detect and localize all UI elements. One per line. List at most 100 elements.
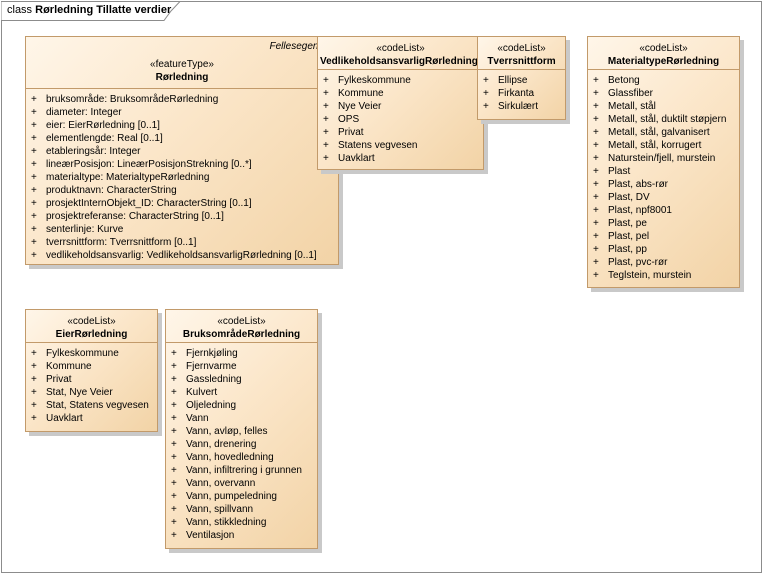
- visibility-marker: +: [171, 400, 177, 411]
- attribute-row: +Fylkeskommune: [26, 347, 157, 360]
- visibility-marker: +: [31, 224, 37, 235]
- visibility-marker: +: [171, 413, 177, 424]
- class-header: «codeList» MaterialtypeRørledning: [588, 37, 739, 70]
- visibility-marker: +: [171, 465, 177, 476]
- class-name: Tverrsnittform: [487, 56, 556, 67]
- attribute-row: + Vann, spillvann: [166, 503, 317, 516]
- attribute-text: Vann, spillvann: [186, 504, 254, 515]
- class-header: «codeList» BruksområdeRørledning: [166, 310, 317, 343]
- visibility-marker: +: [593, 270, 599, 281]
- attribute-row: +Firkanta: [478, 87, 565, 100]
- visibility-marker: +: [31, 374, 37, 385]
- attribute-row: +lineærPosisjon: LineærPosisjonStrekning…: [26, 158, 338, 171]
- attribute-row: +Plast, npf8001: [588, 204, 739, 217]
- attribute-row: + Vann, overvann: [166, 477, 317, 490]
- stereotype-label: «featureType»: [150, 59, 214, 70]
- visibility-marker: +: [171, 504, 177, 515]
- stereotype-label: «codeList»: [217, 316, 266, 327]
- visibility-marker: +: [593, 179, 599, 190]
- attribute-text: diameter: Integer: [46, 107, 122, 118]
- attribute-row: +diameter: Integer: [26, 106, 338, 119]
- visibility-marker: +: [483, 101, 489, 112]
- attribute-row: +Stat, Nye Veier: [26, 386, 157, 399]
- class-header: Fellesegenska «featureType» Rørledning: [26, 37, 338, 89]
- visibility-marker: +: [593, 127, 599, 138]
- attribute-text: Fylkeskommune: [46, 348, 119, 359]
- attribute-text: Plast, pel: [608, 231, 650, 242]
- attribute-row: +Plast, pe: [588, 217, 739, 230]
- class-rorledning[interactable]: Fellesegenska «featureType» Rørledning +…: [25, 36, 339, 265]
- attribute-row: + Privat: [26, 373, 157, 386]
- attribute-row: +Metall, stål, duktilt støpjern: [588, 113, 739, 126]
- class-header: «codeList» EierRørledning: [26, 310, 157, 343]
- class-name: MaterialtypeRørledning: [607, 56, 720, 67]
- attribute-text: OPS: [338, 114, 360, 125]
- attribute-text: Fjernkjøling: [186, 348, 238, 359]
- attribute-list: +Betong+Glassfiber+Metall, stål+Metall, …: [588, 70, 739, 282]
- attribute-row: +Stat, Statens vegvesen: [26, 399, 157, 412]
- attribute-list: +Fylkeskommune+Kommune+Nye Veier+OPS+Pri…: [318, 70, 483, 165]
- attribute-row: +Plast, pvc-rør: [588, 256, 739, 269]
- attribute-row: + tverrsnittform: Tverrsnittform [0..1]: [26, 236, 338, 249]
- attribute-text: tverrsnittform: Tverrsnittform [0..1]: [46, 237, 197, 248]
- stereotype-label: «codeList»: [376, 43, 425, 54]
- visibility-marker: +: [31, 387, 37, 398]
- visibility-marker: +: [31, 237, 37, 248]
- attribute-row: +Plast, abs-rør: [588, 178, 739, 191]
- attribute-text: eier: EierRørledning [0..1]: [46, 120, 160, 131]
- attribute-row: + Glassfiber: [588, 87, 739, 100]
- visibility-marker: +: [593, 114, 599, 125]
- visibility-marker: +: [171, 348, 177, 359]
- attribute-text: produktnavn: CharacterString: [46, 185, 177, 196]
- attribute-text: Metall, stål, korrugert: [608, 140, 702, 151]
- attribute-text: Ellipse: [498, 75, 528, 86]
- class-bruksomrade-rorledning[interactable]: «codeList» BruksområdeRørledning + Fjernk…: [165, 309, 318, 549]
- attribute-row: + Gassledning: [166, 373, 317, 386]
- attribute-row: +Fjernvarme: [166, 360, 317, 373]
- attribute-text: Betong: [608, 75, 640, 86]
- class-name: Rørledning: [155, 72, 209, 83]
- attribute-text: Privat: [46, 374, 72, 385]
- class-materialtype-rorledning[interactable]: «codeList» MaterialtypeRørledning +Beton…: [587, 36, 740, 288]
- attribute-text: Glassfiber: [608, 88, 654, 99]
- attribute-row: +Vann, hovedledning: [166, 451, 317, 464]
- visibility-marker: +: [31, 400, 37, 411]
- visibility-marker: +: [171, 426, 177, 437]
- class-name: VedlikeholdsansvarligRørledning: [320, 56, 478, 67]
- visibility-marker: +: [171, 361, 177, 372]
- visibility-marker: +: [171, 491, 177, 502]
- visibility-marker: +: [171, 374, 177, 385]
- visibility-marker: +: [171, 478, 177, 489]
- attribute-text: Plast, DV: [608, 192, 650, 203]
- visibility-marker: +: [31, 198, 37, 209]
- stereotype-label: «codeList»: [639, 43, 688, 54]
- class-eier-rorledning[interactable]: «codeList» EierRørledning +Fylkeskommune…: [25, 309, 158, 432]
- visibility-marker: +: [171, 452, 177, 463]
- class-vedlikeholdsansvarlig-rorledning[interactable]: «codeList» VedlikeholdsansvarligRørledni…: [317, 36, 484, 170]
- attribute-text: Oljeledning: [186, 400, 237, 411]
- class-tverrsnittform[interactable]: «codeList» Tverrsnittform +Ellipse+Firka…: [477, 36, 566, 120]
- attribute-text: Firkanta: [498, 88, 535, 99]
- visibility-marker: +: [31, 120, 37, 131]
- attribute-row: +prosjektInternObjekt_ID: CharacterStrin…: [26, 197, 338, 210]
- visibility-marker: +: [323, 140, 329, 151]
- visibility-marker: +: [323, 127, 329, 138]
- visibility-marker: +: [31, 211, 37, 222]
- visibility-marker: +: [593, 88, 599, 99]
- attribute-row: +elementlengde: Real [0..1]: [26, 132, 338, 145]
- class-header: «codeList» VedlikeholdsansvarligRørledni…: [318, 37, 483, 70]
- attribute-row: +Betong: [588, 74, 739, 87]
- attribute-text: etableringsår: Integer: [46, 146, 141, 157]
- attribute-text: senterlinje: Kurve: [46, 224, 124, 235]
- attribute-text: Gassledning: [186, 374, 242, 385]
- visibility-marker: +: [323, 75, 329, 86]
- attribute-text: Metall, stål, galvanisert: [608, 127, 710, 138]
- attribute-row: +Sirkulært: [478, 100, 565, 113]
- attribute-row: +etableringsår: Integer: [26, 145, 338, 158]
- visibility-marker: +: [593, 218, 599, 229]
- attribute-row: +materialtype: MaterialtypeRørledning: [26, 171, 338, 184]
- attribute-row: +Vann, infiltrering i grunnen: [166, 464, 317, 477]
- attribute-text: materialtype: MaterialtypeRørledning: [46, 172, 210, 183]
- attribute-text: Vann, overvann: [186, 478, 256, 489]
- attribute-text: Plast, pvc-rør: [608, 257, 668, 268]
